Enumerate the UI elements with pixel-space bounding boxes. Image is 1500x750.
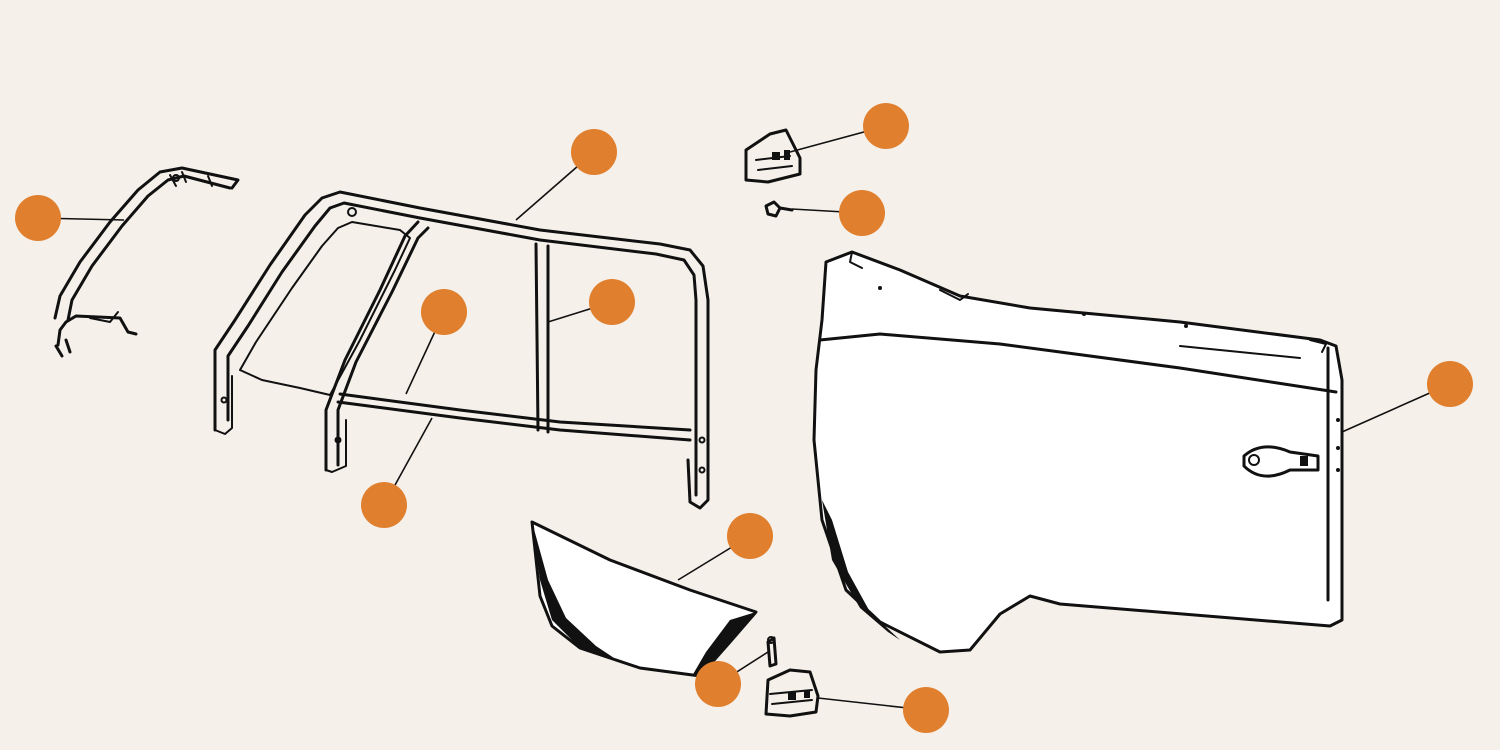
hotspot-8[interactable] [1427,361,1473,407]
hotspot-1[interactable] [15,195,61,241]
hotspot-11[interactable] [903,687,949,733]
hotspot-5[interactable] [589,279,635,325]
hotspot-markers [15,103,1473,733]
hotspot-4[interactable] [839,190,885,236]
window-frame-icon [213,190,710,510]
door-top-rail-icon [53,166,240,358]
hotspot-3[interactable] [863,103,909,149]
hinge-bolt-icon [764,200,794,218]
hotspot-9[interactable] [727,513,773,559]
hinge-pin-icon [766,636,778,668]
hotspot-7[interactable] [361,482,407,528]
lower-door-panel-icon [530,520,758,678]
rear-door-panel-icon [812,250,1344,654]
hotspot-2[interactable] [571,129,617,175]
hotspot-6[interactable] [421,289,467,335]
upper-hinge-icon [744,128,802,184]
lower-hinge-icon [764,668,820,718]
hotspot-10[interactable] [695,661,741,707]
